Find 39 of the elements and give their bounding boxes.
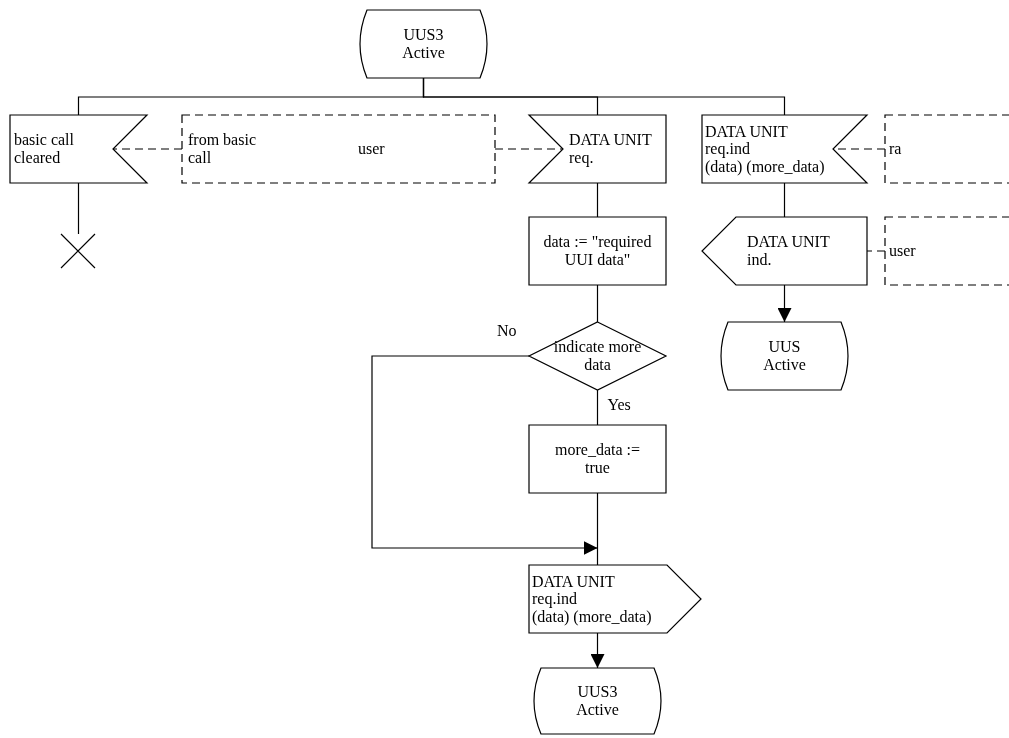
input-signal-symbol [529, 115, 666, 183]
node-text: UUS3 Active [575, 683, 620, 719]
flow-line [596, 492, 599, 566]
text-extension-box [885, 217, 1009, 285]
node-text: more_data := true [555, 441, 640, 477]
text-extension-box [182, 115, 495, 183]
node-text: DATA UNIT req.ind [705, 122, 789, 158]
node-text: (data) (more_data) [532, 607, 652, 626]
node-text: ra [889, 140, 902, 158]
decision-diamond [529, 322, 666, 390]
arrow [371, 355, 599, 555]
node-text: indicate more data [552, 338, 643, 374]
node-text: UUS3 Active [401, 26, 446, 62]
node-text: user [889, 242, 916, 260]
stop-symbol [61, 234, 95, 268]
node-text: data := "required UUI data" [542, 233, 653, 269]
flow-line [422, 77, 786, 116]
node-text: (data) (more_data) [705, 157, 825, 176]
node-text: user [358, 139, 386, 160]
output-signal-symbol [702, 217, 867, 285]
flow-line [596, 389, 599, 426]
task-box [529, 217, 666, 285]
node-text: UUS Active [762, 338, 807, 374]
task-box [529, 425, 666, 493]
node-text: DATA UNIT ind. [747, 233, 831, 269]
output-signal-symbol [529, 565, 701, 633]
input-signal-symbol [702, 115, 867, 183]
flow-line [783, 182, 786, 218]
arrow [777, 284, 792, 323]
flow-line [596, 182, 599, 218]
node-text: DATA UNIT req. [569, 131, 653, 167]
node-text: basic call cleared [14, 131, 75, 167]
flow-line [596, 284, 599, 323]
arrow [590, 632, 605, 669]
node-text: DATA UNIT req.ind [532, 572, 616, 608]
text-extension-box [885, 115, 1009, 183]
flow-line [77, 182, 80, 235]
node-text: from basic call [188, 130, 257, 168]
input-signal-symbol [10, 115, 147, 183]
